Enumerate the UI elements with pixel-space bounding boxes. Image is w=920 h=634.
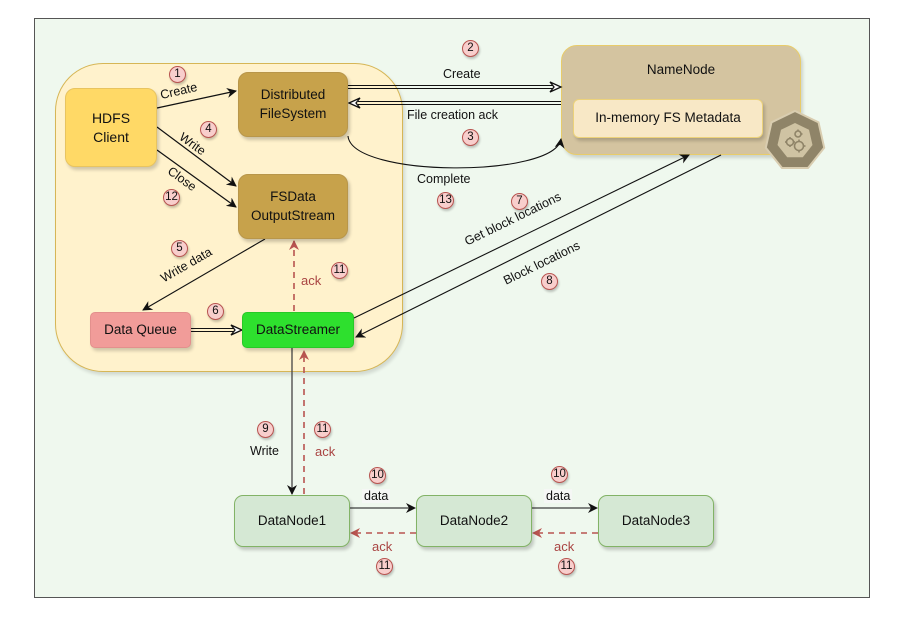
step-badge-2: 2 <box>462 40 479 57</box>
label-ack-dn3-dn2: ack <box>554 539 575 554</box>
edge-writedata-fsdata-queue <box>142 238 266 311</box>
hdfs-client-box[interactable]: HDFS Client <box>65 88 157 167</box>
fsdata-outputstream-box[interactable]: FSData OutputStream <box>238 174 348 239</box>
edge-create-client-dfs <box>156 88 237 109</box>
gears-octagon-icon <box>764 109 826 169</box>
datanode2-box[interactable]: DataNode2 <box>416 495 532 547</box>
label-create-2: Create <box>443 67 481 81</box>
label-file-creation-ack: File creation ack <box>407 108 499 122</box>
edge-complete-dfs-namenode <box>347 135 565 169</box>
namenode-title: NameNode <box>646 62 716 77</box>
step-badge-10-dn2: 10 <box>551 466 568 483</box>
step-badge-8: 8 <box>541 273 558 290</box>
edge-close-client-fsdata <box>156 149 237 208</box>
step-badge-3: 3 <box>462 129 479 146</box>
in-memory-metadata-box[interactable]: In-memory FS Metadata <box>573 99 763 138</box>
step-badge-11-dn2: 11 <box>376 558 393 575</box>
step-badge-6: 6 <box>207 303 224 320</box>
edge-blocklocations-namenode-streamer <box>355 154 722 338</box>
edge-getblocks-streamer-namenode <box>353 154 690 319</box>
label-ack-streamer-fsdata: ack <box>301 273 322 288</box>
label-complete: Complete <box>417 172 471 186</box>
step-badge-11-dn3: 11 <box>558 558 575 575</box>
distributed-filesystem-box[interactable]: Distributed FileSystem <box>238 72 348 137</box>
edge-ack-namenode-dfs <box>347 97 561 109</box>
step-badge-1: 1 <box>169 66 186 83</box>
step-badge-5: 5 <box>171 240 188 257</box>
step-badge-4: 4 <box>200 121 217 138</box>
step-badge-13: 13 <box>437 192 454 209</box>
datanode3-box[interactable]: DataNode3 <box>598 495 714 547</box>
datanode1-box[interactable]: DataNode1 <box>234 495 350 547</box>
step-badge-11-dn1: 11 <box>314 421 331 438</box>
label-ack-dn1-streamer: ack <box>315 444 336 459</box>
label-data-dn2-dn3: data <box>544 489 573 503</box>
step-badge-9: 9 <box>257 421 274 438</box>
step-badge-11-streamer: 11 <box>331 262 348 279</box>
step-badge-10-dn1: 10 <box>369 467 386 484</box>
data-streamer-box[interactable]: DataStreamer <box>242 312 354 348</box>
label-data-dn1-dn2: data <box>362 489 391 503</box>
step-badge-12: 12 <box>163 189 180 206</box>
data-queue-box[interactable]: Data Queue <box>90 312 191 348</box>
edge-create-dfs-namenode <box>348 81 563 93</box>
edge-write-client-fsdata <box>156 126 237 187</box>
step-badge-7: 7 <box>511 193 528 210</box>
label-write-9: Write <box>250 444 279 458</box>
label-ack-dn2-dn1: ack <box>372 539 393 554</box>
edge-queue-streamer <box>191 324 244 336</box>
